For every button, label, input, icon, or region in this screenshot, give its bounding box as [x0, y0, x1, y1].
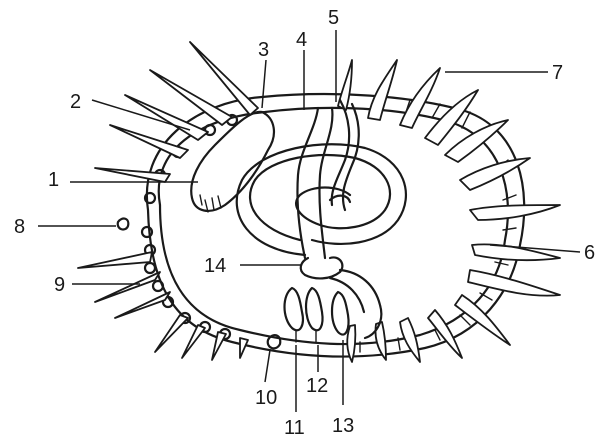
label-10: 10: [255, 387, 277, 409]
label-2: 2: [70, 91, 81, 113]
label-14: 14: [204, 255, 226, 277]
label-4: 4: [296, 29, 307, 51]
label-13: 13: [332, 415, 354, 437]
label-8: 8: [14, 216, 25, 238]
label-12: 12: [306, 375, 328, 397]
oesophagus: [297, 100, 381, 338]
label-7: 7: [552, 62, 563, 84]
label-11: 11: [284, 417, 305, 439]
label-5: 5: [328, 7, 339, 29]
label-3: 3: [258, 39, 269, 61]
label-1: 1: [48, 169, 59, 191]
label-6: 6: [584, 242, 595, 264]
label-9: 9: [54, 274, 65, 296]
tube-feet: [118, 115, 281, 348]
lantern: [285, 288, 349, 342]
